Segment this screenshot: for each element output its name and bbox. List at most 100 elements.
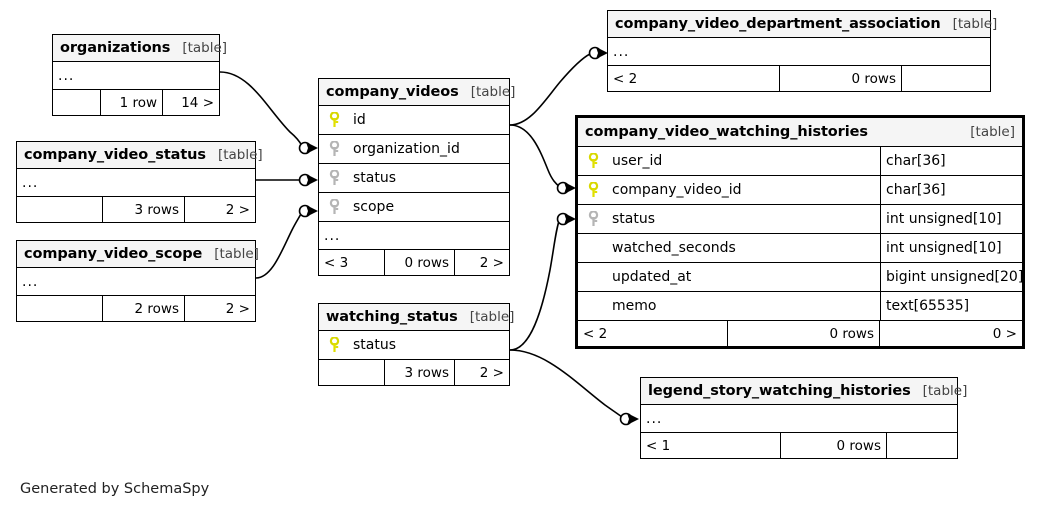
footer-children: 14 > <box>181 94 214 111</box>
generated-by-credit: Generated by SchemaSpy <box>20 481 210 497</box>
edge-organizations-company-videos <box>219 71 303 147</box>
table-watching-status[interactable]: watching_status [table] status 3 rows 2 … <box>318 303 514 386</box>
table-tag: [table] <box>952 16 998 32</box>
footer-rowcount: 3 rows <box>385 360 455 385</box>
column-row[interactable]: company_video_id char[36] <box>578 176 1022 205</box>
column-type: char[36] <box>880 147 1022 175</box>
table-name: legend_story_watching_histories <box>648 383 911 399</box>
key-icon <box>578 153 608 169</box>
table-header: legend_story_watching_histories [table] <box>641 378 967 405</box>
column-name: updated_at <box>612 269 692 285</box>
table-company-video-watching-histories[interactable]: company_video_watching_histories [table]… <box>575 115 1025 349</box>
column-row[interactable]: status <box>319 164 509 193</box>
footer-children: 2 > <box>225 201 250 218</box>
column-name: watched_seconds <box>612 240 736 256</box>
table-footer: < 2 0 rows 0 > <box>578 321 1022 346</box>
footer-children: 2 > <box>479 254 504 271</box>
table-company-video-department-association[interactable]: company_video_department_association [ta… <box>607 10 997 92</box>
column-name: user_id <box>612 153 663 169</box>
table-ellipsis-row: ... <box>17 268 255 296</box>
key-icon <box>578 211 608 227</box>
table-tag: [table] <box>922 383 968 399</box>
footer-rowcount: 0 rows <box>780 66 902 91</box>
table-header: company_video_scope [table] <box>17 241 259 268</box>
crowsfoot-icon <box>306 174 318 186</box>
column-row[interactable]: scope <box>319 193 509 222</box>
footer-parents: < 2 <box>608 66 780 91</box>
edge-company-video-scope-company-videos <box>255 211 303 279</box>
edge-company-videos-watching-histories <box>509 124 561 188</box>
column-name: status <box>612 211 656 227</box>
table-tag: [table] <box>182 40 228 56</box>
table-tag: [table] <box>217 147 263 163</box>
table-name: company_video_scope <box>24 246 203 262</box>
zero-marker-icon <box>588 46 602 60</box>
table-tag: [table] <box>469 309 515 325</box>
key-icon <box>319 170 349 186</box>
footer-parents <box>319 360 385 385</box>
column-row[interactable]: watched_seconds int unsigned[10] <box>578 234 1022 263</box>
column-name: company_video_id <box>612 182 742 198</box>
column-name: id <box>353 112 366 128</box>
zero-marker-icon <box>619 412 633 426</box>
footer-rowcount: 0 rows <box>728 321 880 346</box>
footer-children <box>902 66 990 91</box>
table-footer: < 1 0 rows <box>641 433 957 458</box>
column-row[interactable]: user_id char[36] <box>578 147 1022 176</box>
table-footer: 3 rows 2 > <box>17 197 255 222</box>
footer-parents: < 3 <box>319 250 385 275</box>
footer-children: 2 > <box>479 364 504 381</box>
zero-marker-icon <box>298 141 312 155</box>
table-tag: [table] <box>970 124 1015 140</box>
footer-rowcount: 0 rows <box>781 433 887 458</box>
column-type: text[65535] <box>880 292 1022 320</box>
zero-marker-icon <box>556 181 570 195</box>
table-name: company_videos <box>326 84 459 100</box>
footer-parents <box>53 90 101 115</box>
column-row[interactable]: updated_at bigint unsigned[20] <box>578 263 1023 292</box>
footer-parents <box>17 296 103 321</box>
table-header: company_videos [table] <box>319 79 515 106</box>
table-header: company_video_status [table] <box>17 142 263 169</box>
table-company-video-status[interactable]: company_video_status [table] ... 3 rows … <box>16 141 263 223</box>
zero-marker-icon <box>556 212 570 226</box>
table-name: company_video_status <box>24 147 206 163</box>
column-row[interactable]: organization_id <box>319 135 509 164</box>
table-footer: 3 rows 2 > <box>319 360 509 385</box>
table-footer: 1 row 14 > <box>53 90 219 115</box>
footer-rowcount: 2 rows <box>103 296 185 321</box>
column-type: int unsigned[10] <box>880 205 1022 233</box>
table-footer: < 3 0 rows 2 > <box>319 250 509 275</box>
column-row[interactable]: status int unsigned[10] <box>578 205 1022 234</box>
column-name: memo <box>612 298 657 314</box>
table-footer: < 2 0 rows <box>608 66 990 91</box>
table-footer: 2 rows 2 > <box>17 296 255 321</box>
table-name: company_video_watching_histories <box>585 124 868 140</box>
column-name: status <box>353 337 397 353</box>
table-company-video-scope[interactable]: company_video_scope [table] ... 2 rows 2… <box>16 240 259 322</box>
table-tag: [table] <box>470 84 516 100</box>
key-icon <box>319 141 349 157</box>
table-header: organizations [table] <box>53 35 227 62</box>
table-ellipsis-row: ... <box>53 62 219 90</box>
footer-parents: < 1 <box>641 433 781 458</box>
table-ellipsis-row: ... <box>319 222 509 250</box>
column-row[interactable]: id <box>319 106 509 135</box>
footer-children <box>887 433 957 458</box>
zero-marker-icon <box>298 173 312 187</box>
footer-rowcount: 0 rows <box>385 250 455 275</box>
crowsfoot-icon <box>306 205 318 217</box>
table-company-videos[interactable]: company_videos [table] id orga <box>318 78 515 276</box>
table-header: company_video_department_association [ta… <box>608 11 997 38</box>
table-legend-story-watching-histories[interactable]: legend_story_watching_histories [table] … <box>640 377 967 459</box>
column-row[interactable]: memo text[65535] <box>578 292 1022 321</box>
edge-watching-status-legend-story <box>509 349 623 418</box>
table-ellipsis-row: ... <box>608 38 990 66</box>
column-name: organization_id <box>353 141 460 157</box>
column-row[interactable]: status <box>319 331 509 360</box>
key-icon <box>578 182 608 198</box>
column-name: scope <box>353 199 395 215</box>
crowsfoot-icon <box>306 142 318 154</box>
table-organizations[interactable]: organizations [table] ... 1 row 14 > <box>52 34 227 116</box>
